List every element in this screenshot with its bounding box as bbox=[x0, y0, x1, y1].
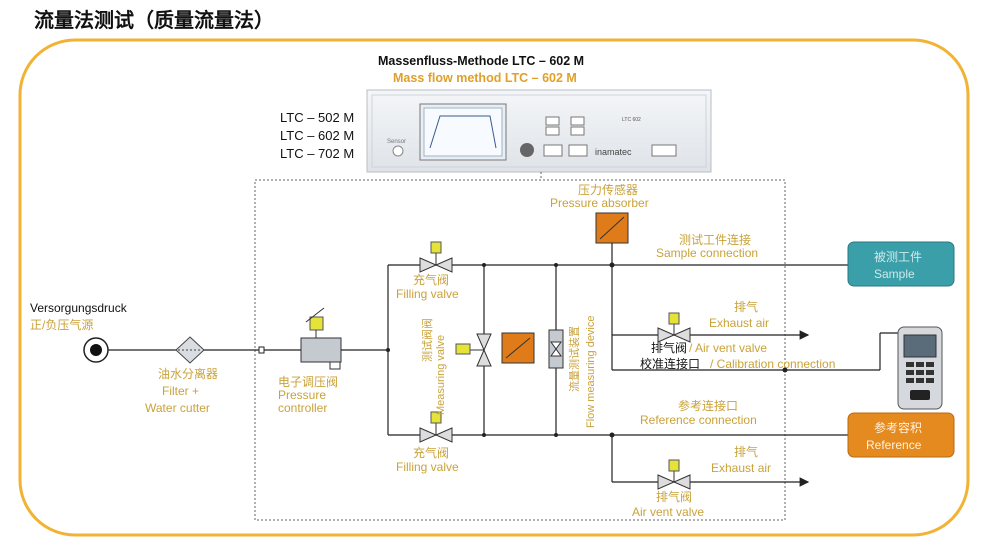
exhaust-bottom-en: Exhaust air bbox=[711, 461, 771, 475]
device-title-en: Mass flow method LTC – 602 M bbox=[393, 71, 577, 85]
sample-connection-cn: 测试工件连接 bbox=[679, 232, 751, 247]
exhaust-top-cn: 排气 bbox=[734, 299, 758, 314]
brand-logo: inamatec bbox=[595, 147, 632, 157]
sample-box-en: Sample bbox=[874, 267, 915, 281]
calibration-cn: 校准连接口 bbox=[640, 356, 700, 371]
panel-button bbox=[543, 144, 563, 157]
pressure-absorber-en: Pressure absorber bbox=[550, 196, 649, 210]
filling-valve-bottom-icon bbox=[419, 411, 453, 443]
measuring-valve-label-cn: 测试阀阀 bbox=[420, 318, 434, 362]
calibration-en: / Calibration connection bbox=[710, 357, 835, 371]
reference-box-cn: 参考容积 bbox=[874, 420, 922, 435]
filling-valve-top-en: Filling valve bbox=[396, 287, 459, 301]
filter-label-en1: Filter + bbox=[162, 384, 199, 398]
device-title-de: Massenfluss-Methode LTC – 602 M bbox=[378, 54, 584, 68]
panel-label: Sensor bbox=[387, 139, 406, 145]
supply-label-de: Versorgungsdruck bbox=[30, 301, 128, 315]
outer-frame bbox=[18, 38, 970, 537]
filling-valve-top-icon bbox=[419, 241, 453, 273]
air-vent-bottom-cn: 排气阀 bbox=[656, 489, 692, 504]
flow-sensor-icon bbox=[501, 332, 535, 364]
supply-source-icon bbox=[83, 337, 109, 363]
panel-button bbox=[570, 116, 585, 126]
pressure-sensor-icon bbox=[595, 212, 629, 244]
page-title: 流量法测试（质量流量法） bbox=[34, 8, 274, 32]
panel-button bbox=[545, 126, 560, 136]
air-vent-top-en: / Air vent valve bbox=[689, 341, 767, 355]
controller-label-en2: controller bbox=[278, 401, 327, 415]
flow-device-label-en: Flow measuring device bbox=[585, 316, 597, 429]
reference-box: 参考容积 Reference bbox=[847, 412, 955, 458]
panel-button bbox=[545, 116, 560, 126]
device-dial bbox=[520, 143, 534, 157]
model-label: LTC – 502 M bbox=[280, 110, 354, 125]
filling-valve-bottom-en: Filling valve bbox=[396, 460, 459, 474]
controller-label-en1: Pressure bbox=[278, 388, 326, 402]
sample-connection-en: Sample connection bbox=[656, 246, 758, 260]
air-vent-valve-top-icon bbox=[657, 312, 691, 343]
flow-measuring-device-icon bbox=[548, 329, 564, 369]
panel-button bbox=[570, 126, 585, 136]
panel-button bbox=[568, 144, 588, 157]
air-vent-valve-bottom-icon bbox=[657, 459, 691, 490]
measuring-valve-label-en: Measuring valve bbox=[435, 335, 447, 415]
measuring-valve-icon bbox=[455, 333, 492, 367]
controller-label-cn: 电子调压阀 bbox=[278, 375, 338, 389]
supply-label-cn: 正/负压气源 bbox=[30, 317, 93, 332]
air-vent-bottom-en: Air vent valve bbox=[632, 505, 704, 519]
filling-valve-bottom-cn: 充气阀 bbox=[413, 445, 449, 460]
pressure-controller-icon bbox=[300, 307, 342, 370]
model-label: LTC – 602 M bbox=[280, 128, 354, 143]
sample-box-cn: 被测工件 bbox=[874, 250, 922, 264]
panel-button bbox=[651, 144, 677, 157]
pressure-absorber-cn: 压力传感器 bbox=[578, 182, 638, 197]
reference-connection-en: Reference connection bbox=[640, 413, 757, 427]
flow-device-label-cn: 流量测试装置 bbox=[567, 326, 581, 392]
filling-valve-top-cn: 充气阀 bbox=[413, 272, 449, 287]
panel-small-text: LTC 602 bbox=[622, 117, 641, 123]
reference-connection-cn: 参考连接口 bbox=[678, 398, 738, 413]
filter-label-en2: Water cutter bbox=[145, 401, 210, 415]
reference-box-en: Reference bbox=[866, 438, 922, 452]
air-vent-top-cn: 排气阀 bbox=[651, 340, 687, 355]
exhaust-top-en: Exhaust air bbox=[709, 316, 769, 330]
model-label: LTC – 702 M bbox=[280, 146, 354, 161]
panel-knob bbox=[392, 145, 404, 157]
filter-label-cn: 油水分离器 bbox=[158, 366, 218, 381]
calibrator-device-icon bbox=[897, 326, 943, 410]
exhaust-bottom-cn: 排气 bbox=[734, 444, 758, 459]
sample-box: 被测工件 Sample bbox=[847, 241, 955, 287]
device-panel: Sensor LTC 602 inamatec bbox=[366, 89, 712, 173]
